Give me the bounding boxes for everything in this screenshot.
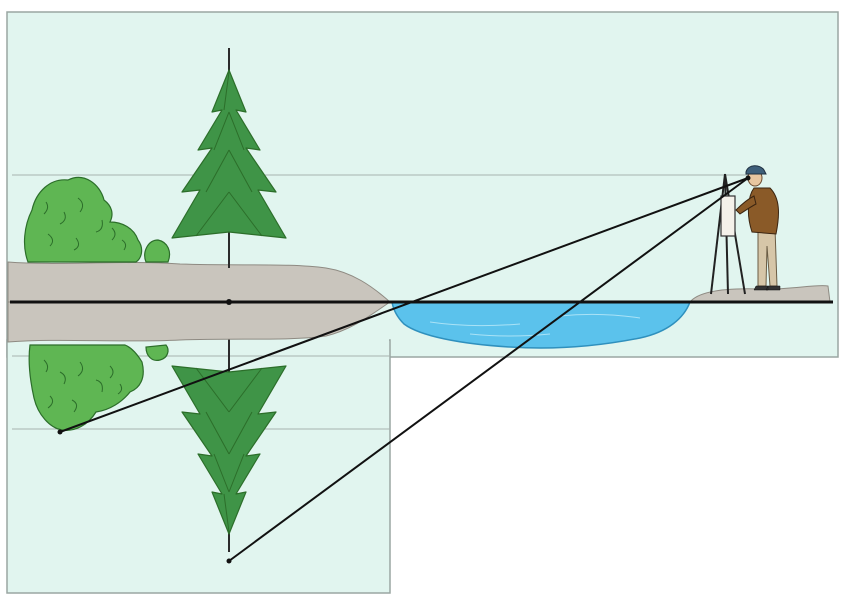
painter-figure — [735, 165, 781, 291]
bush-reflection — [28, 344, 169, 431]
sight-lines — [57, 175, 751, 564]
eye-point — [745, 175, 751, 181]
pond-ripple — [429, 313, 641, 337]
tree-reflection — [171, 338, 287, 552]
bush — [23, 176, 171, 263]
reflected-scene — [28, 338, 287, 552]
tree-base-point — [226, 299, 232, 305]
sight-line-tree — [228, 177, 749, 562]
pond — [391, 301, 692, 349]
sight-line-bush — [59, 177, 749, 433]
bank-upper — [7, 261, 392, 303]
pond-water — [391, 301, 692, 349]
tree-image-point — [226, 558, 232, 564]
ground-bank — [7, 261, 831, 343]
bank-reflection — [7, 301, 392, 343]
bush-image-point — [57, 429, 63, 435]
spruce-tree — [171, 48, 287, 268]
easel — [710, 173, 746, 295]
